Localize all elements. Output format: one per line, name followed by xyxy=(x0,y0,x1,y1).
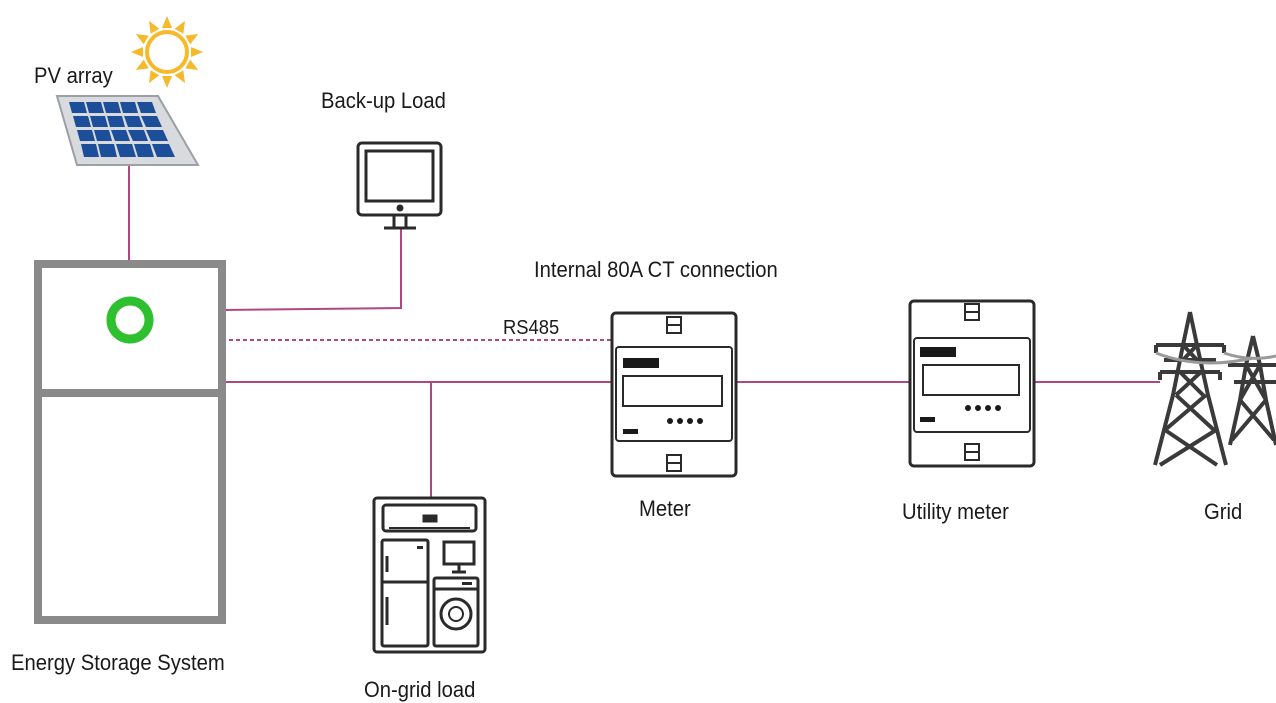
solar-panel-icon xyxy=(55,95,200,166)
pylon-icon xyxy=(1153,311,1276,467)
sun-icon xyxy=(131,16,203,88)
appliances-icon xyxy=(372,496,487,654)
monitor-icon xyxy=(356,141,443,230)
ess-label: Energy Storage System xyxy=(11,650,225,675)
status-indicator xyxy=(106,296,154,344)
wires xyxy=(128,165,1160,498)
on-grid-load-label: On-grid load xyxy=(364,677,476,702)
ess-cabinet xyxy=(34,260,226,624)
grid-label: Grid xyxy=(1204,499,1243,524)
meter-icon xyxy=(610,311,738,478)
rs485-label: RS485 xyxy=(503,317,560,339)
pv-array-label: PV array xyxy=(34,63,113,88)
meter-label: Meter xyxy=(639,496,691,521)
wire-ess-to-backup xyxy=(221,228,402,311)
backup-load-label: Back-up Load xyxy=(321,88,446,113)
ct-connection-label: Internal 80A CT connection xyxy=(534,257,778,282)
utility-meter-icon xyxy=(908,299,1036,468)
utility-meter-label: Utility meter xyxy=(902,499,1009,524)
